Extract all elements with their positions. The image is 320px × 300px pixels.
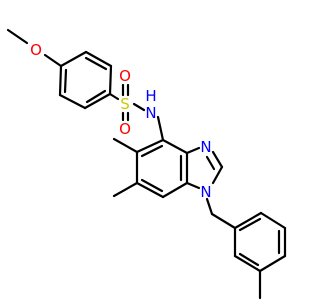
bond-c7-c7a [161, 181, 189, 199]
atom-sulfonyl-oxygen-top: O [119, 67, 131, 85]
bond-s-n [132, 102, 146, 112]
atom-sulfur: S [120, 95, 130, 113]
bond-a6-a1 [59, 50, 88, 68]
bond-n3-c2-1 [211, 150, 224, 169]
bond-a5-a6-inner [84, 56, 108, 71]
bond-c5-methyl [112, 137, 139, 154]
bond-a1-a2 [58, 64, 63, 97]
bond-a5-a6 [84, 50, 113, 68]
atom-sulfonyl-oxygen-bottom: O [119, 120, 131, 138]
bond-ch3-o [6, 28, 29, 45]
atom-amide-nitrogen: N [145, 104, 156, 122]
atom-amide-hydrogen: H [145, 87, 156, 105]
bond-ch2-tolyl [210, 212, 237, 230]
bond-o-aryl [43, 53, 63, 68]
bond-c4-c5 [135, 138, 165, 154]
atom-imidazole-nitrogen-3: N [200, 138, 211, 156]
bond-t1-t2-inner [238, 217, 262, 232]
bond-a1-a2-inner [63, 68, 68, 94]
bond-t1-t2 [233, 211, 263, 230]
bond-c3a-n3 [185, 146, 201, 155]
molecule-structure: O S O O N H N N [6, 28, 287, 300]
bond-a3-a4 [83, 92, 112, 110]
atom-imidazole-nitrogen-1: N [200, 183, 211, 201]
bond-a4-a5 [108, 64, 113, 96]
bond-c6-methyl [112, 181, 139, 198]
bond-c6-c7-inner [140, 178, 164, 193]
bonds [6, 28, 287, 300]
atom-labels: O S O O N H N N [30, 41, 212, 201]
bond-a3-a4-inner [85, 89, 107, 104]
bond-t4-t5 [258, 254, 287, 273]
bond-c2-n1 [211, 165, 224, 185]
bond-aryl-s [108, 92, 120, 101]
bond-c6-c7 [135, 181, 165, 199]
bond-n-c4 [156, 115, 165, 142]
bond-c4-c5-inner [140, 144, 164, 158]
bond-c3a-c4 [161, 138, 189, 155]
atom-methoxy-oxygen: O [30, 41, 42, 59]
bond-n1-ch2 [205, 197, 214, 216]
bond-n1-c7a [185, 181, 201, 190]
bond-n3-c2-2 [205, 155, 216, 171]
bond-t5-t6-inner [238, 252, 260, 267]
bond-t5-t6 [233, 254, 262, 273]
bond-t2-t3 [259, 211, 287, 230]
bond-a2-a3 [58, 93, 87, 110]
